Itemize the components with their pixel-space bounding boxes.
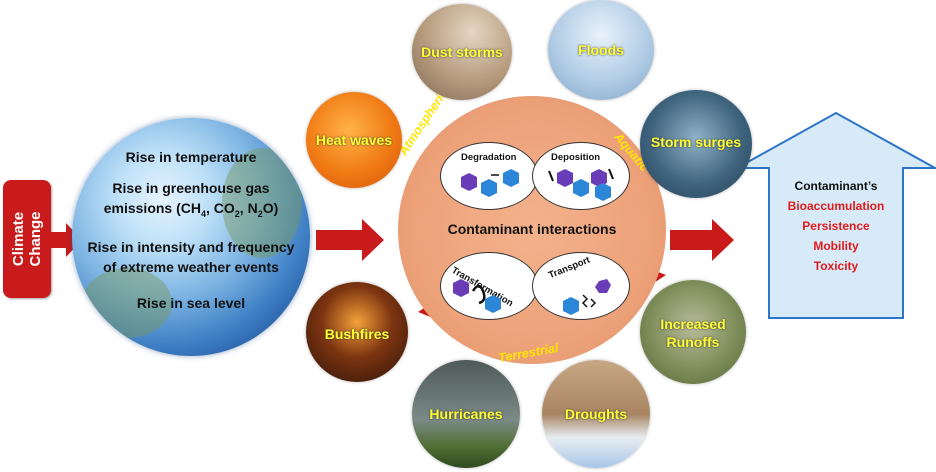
deposition-icon — [548, 168, 614, 201]
earth-globe: Rise in temperature Rise in greenhouse g… — [72, 118, 310, 356]
result-item-bioaccumulation: Bioaccumulation — [787, 199, 885, 213]
arrow-to-globe — [51, 223, 82, 257]
globe-item-sea-level: Rise in sea level — [136, 295, 246, 311]
arrow-to-result — [670, 219, 734, 261]
panel-degradation: Degradation — [440, 142, 538, 210]
bubble-increased-runoffs: Increased Runoffs — [640, 280, 746, 384]
bubble-hurricanes: Hurricanes — [412, 360, 520, 468]
result-list: Contaminant’s Bioaccumulation Persistenc… — [742, 176, 930, 276]
climate-change-box — [3, 180, 51, 298]
globe-item-temperature: Rise in temperature — [125, 149, 257, 165]
transport-icon — [563, 279, 611, 315]
panel-transport: Transport — [532, 252, 630, 320]
contaminant-interactions-title: Contaminant interactions — [447, 221, 617, 237]
result-item-persistence: Persistence — [802, 219, 870, 233]
bubble-heat-waves: Heat waves — [306, 92, 402, 188]
result-item-toxicity: Toxicity — [813, 259, 859, 273]
globe-item-extreme-2: of extreme weather events — [103, 259, 279, 275]
transformation-icon — [453, 279, 501, 313]
bubble-bushfires: Bushfires — [306, 282, 408, 382]
bubble-floods: Floods — [548, 0, 654, 100]
arrow-to-interactions — [316, 219, 384, 261]
globe-item-emissions: emissions (CH4, CO2, N2O) — [103, 200, 279, 219]
result-item-mobility: Mobility — [813, 239, 859, 253]
degradation-icon — [461, 169, 519, 197]
interaction-circle: Degradation Deposition Transformation Tr… — [398, 96, 666, 364]
bubble-storm-surges: Storm surges — [640, 90, 752, 198]
panel-transformation: Transformation — [440, 252, 538, 320]
result-heading: Contaminant’s — [794, 179, 878, 193]
panel-deposition: Deposition — [532, 142, 630, 210]
result-arrow-shape — [733, 111, 936, 319]
globe-item-ghg: Rise in greenhouse gas — [112, 180, 270, 196]
bubble-droughts: Droughts — [542, 360, 650, 468]
globe-item-extreme-1: Rise in intensity and frequency — [87, 239, 295, 255]
bubble-dust-storms: Dust storms — [412, 4, 512, 100]
